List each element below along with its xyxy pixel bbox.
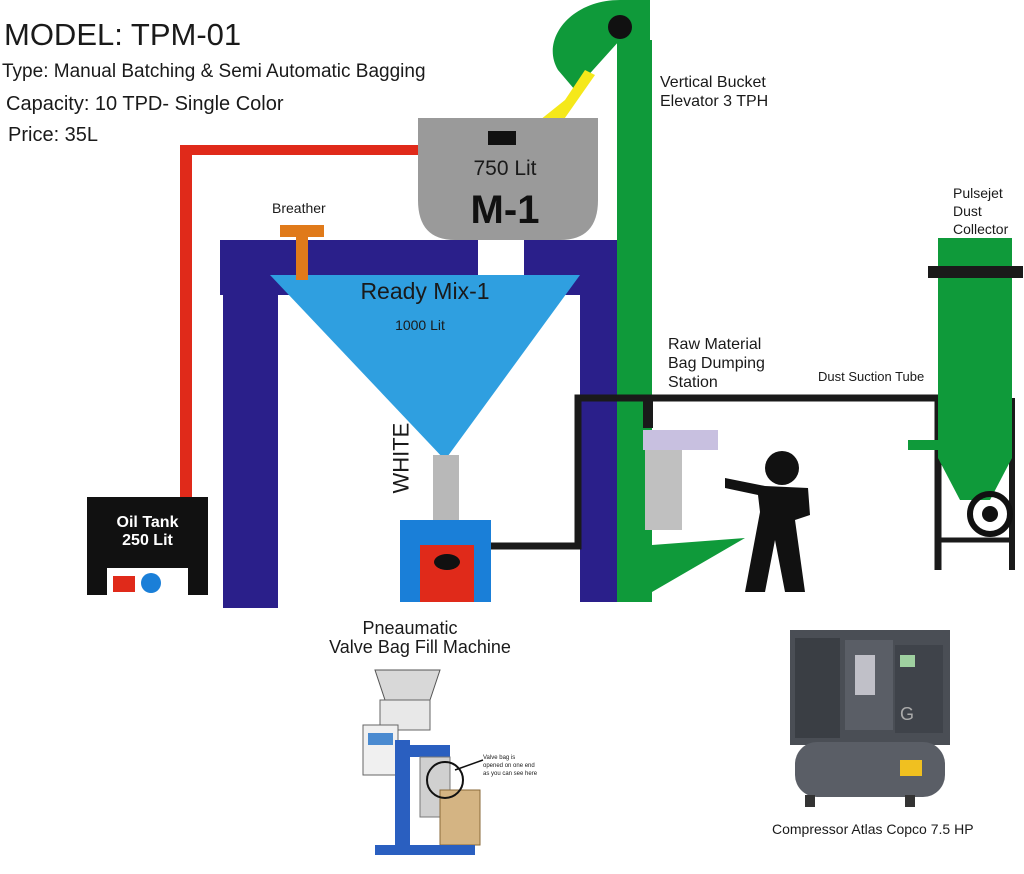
price-line: Price: 35L [8, 124, 99, 146]
station-label-3: Station [668, 374, 718, 391]
breather-stem [296, 235, 308, 280]
type-line: Type: Manual Batching & Semi Automatic B… [2, 61, 426, 82]
elevator-label-1: Vertical Bucket [660, 74, 766, 91]
worker-body [725, 478, 810, 592]
elevator-boot [652, 538, 745, 592]
collector-label-1: Pulsejet [953, 185, 1003, 201]
model-title: MODEL: TPM-01 [4, 17, 242, 52]
oil-tank [87, 497, 208, 595]
suction-tube-label: Dust Suction Tube [818, 369, 925, 384]
collector-label-2: Dust [953, 203, 982, 219]
oil-tank-valve-red [113, 576, 135, 592]
elevator-label-2: Elevator 3 TPH [660, 93, 769, 110]
collector-inlet [908, 440, 938, 450]
tube-junction [643, 398, 653, 428]
readymix-name-label: Ready Mix-1 [360, 278, 490, 304]
oil-pipe-vertical [180, 145, 192, 505]
oil-tank-label-2: 250 Lit [122, 532, 173, 549]
compressor-label: Compressor Atlas Copco 7.5 HP [772, 821, 974, 837]
rotary-valve-core [982, 506, 998, 522]
capacity-line: Capacity: 10 TPD- Single Color [6, 93, 284, 115]
breather-label: Breather [272, 200, 326, 216]
breather-cap [280, 225, 324, 237]
filler-label-1: Pneaumatic [362, 618, 458, 638]
oil-pipe-horizontal [180, 145, 420, 155]
filler-nozzle [434, 554, 460, 570]
station-label-1: Raw Material [668, 336, 762, 353]
compressor-photo: G [790, 630, 950, 807]
filler-photo [362, 669, 484, 855]
station-body [645, 450, 682, 530]
mixer-outlet [478, 240, 524, 280]
readymix-capacity-label: 1000 Lit [395, 317, 445, 333]
svg-text:G: G [900, 704, 914, 724]
photo-callout-2: opened on one end [483, 763, 535, 769]
frame-left-leg [223, 240, 278, 608]
oil-tank-label-1: Oil Tank [116, 514, 179, 531]
collector-label-3: Collector [953, 221, 1009, 237]
photo-callout-1: Valve bag is [483, 755, 516, 761]
station-tray [643, 430, 718, 450]
readymix-hopper [270, 275, 580, 460]
collector-band [928, 266, 1023, 278]
mixer-inlet-slot [488, 131, 516, 145]
hopper-outlet-pipe [433, 455, 459, 523]
filler-label-2: Valve Bag Fill Machine [329, 637, 511, 657]
worker-head [765, 451, 799, 485]
rotary-valve [967, 491, 1013, 537]
oil-tank-valve-blue [141, 573, 161, 593]
photo-callout-3: as you can see here [483, 771, 538, 777]
white-label: WHITE [388, 422, 414, 494]
frame-right-leg [580, 240, 617, 602]
mixer-capacity-label: 750 Lit [473, 157, 537, 180]
station-label-2: Bag Dumping [668, 355, 765, 372]
filler-door [420, 545, 474, 602]
mixer-name-label: M-1 [470, 188, 540, 232]
mixer-m1 [418, 118, 598, 240]
elevator-head-pulley [608, 15, 632, 39]
elevator-chute [540, 70, 595, 125]
collector-cone [938, 458, 1012, 500]
